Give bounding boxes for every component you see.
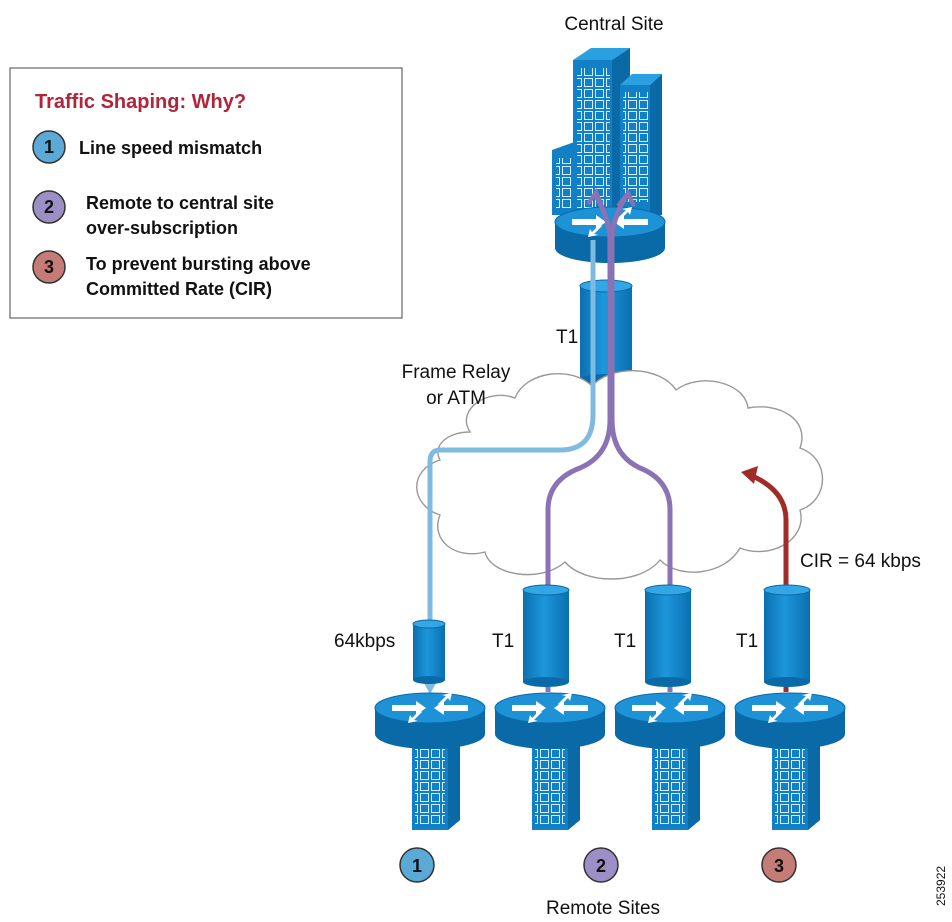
legend-badge-1 [32,130,66,164]
remote-badge-3 [761,847,797,883]
remote3-router-icon [614,692,726,750]
remote4-router-icon [734,692,846,750]
remote3-link-cylinder [644,584,692,687]
remote3-link-label: T1 [614,631,636,652]
remote-badge-2 [583,847,619,883]
legend-badge-2 [32,190,66,224]
frame-relay-cloud [416,369,824,580]
central-site-building-icon [552,48,662,215]
remote-badge-1 [399,847,435,883]
legend-item-2-line2: over-subscription [86,218,238,238]
remote1-link-label: 64kbps [334,631,395,652]
figure-id: 253922 [934,866,948,906]
cloud-label-line2: or ATM [426,388,486,409]
remote4-link-cylinder [763,584,811,687]
legend-item-1-text: Line speed mismatch [79,138,262,158]
cir-label: CIR = 64 kbps [800,551,921,572]
remote-badge-3-number: 3 [774,856,784,876]
central-link-label: T1 [556,327,578,348]
path-oversubscription [545,187,673,692]
remote2-link-cylinder [522,584,570,687]
central-link-cylinder [579,279,633,386]
legend-box: Traffic Shaping: Why? 1 Line speed misma… [9,67,403,319]
legend-frame [9,67,403,319]
remote-sites-label: Remote Sites [546,898,660,919]
cloud-label-line1: Frame Relay [402,362,511,383]
legend-badge-2-number: 2 [44,197,54,217]
remote-badge-2-number: 2 [596,856,606,876]
legend-badge-3 [32,250,66,284]
legend-item-3-line2: Committed Rate (CIR) [86,279,272,299]
remote2-router-icon [494,692,606,750]
remote2-link-label: T1 [492,631,514,652]
path-cir-burst [741,466,789,692]
legend-item-2-line1: Remote to central site [86,193,274,213]
remote1-link-cylinder [412,619,446,684]
legend-title: Traffic Shaping: Why? [35,91,246,113]
remote-badge-1-number: 1 [412,856,422,876]
legend-item-3-line1: To prevent bursting above [86,254,311,274]
remote1-router-icon [374,692,486,750]
legend-badge-3-number: 3 [44,257,54,277]
central-site-label: Central Site [564,14,663,35]
remote4-link-label: T1 [736,631,758,652]
legend-badge-1-number: 1 [44,137,54,157]
